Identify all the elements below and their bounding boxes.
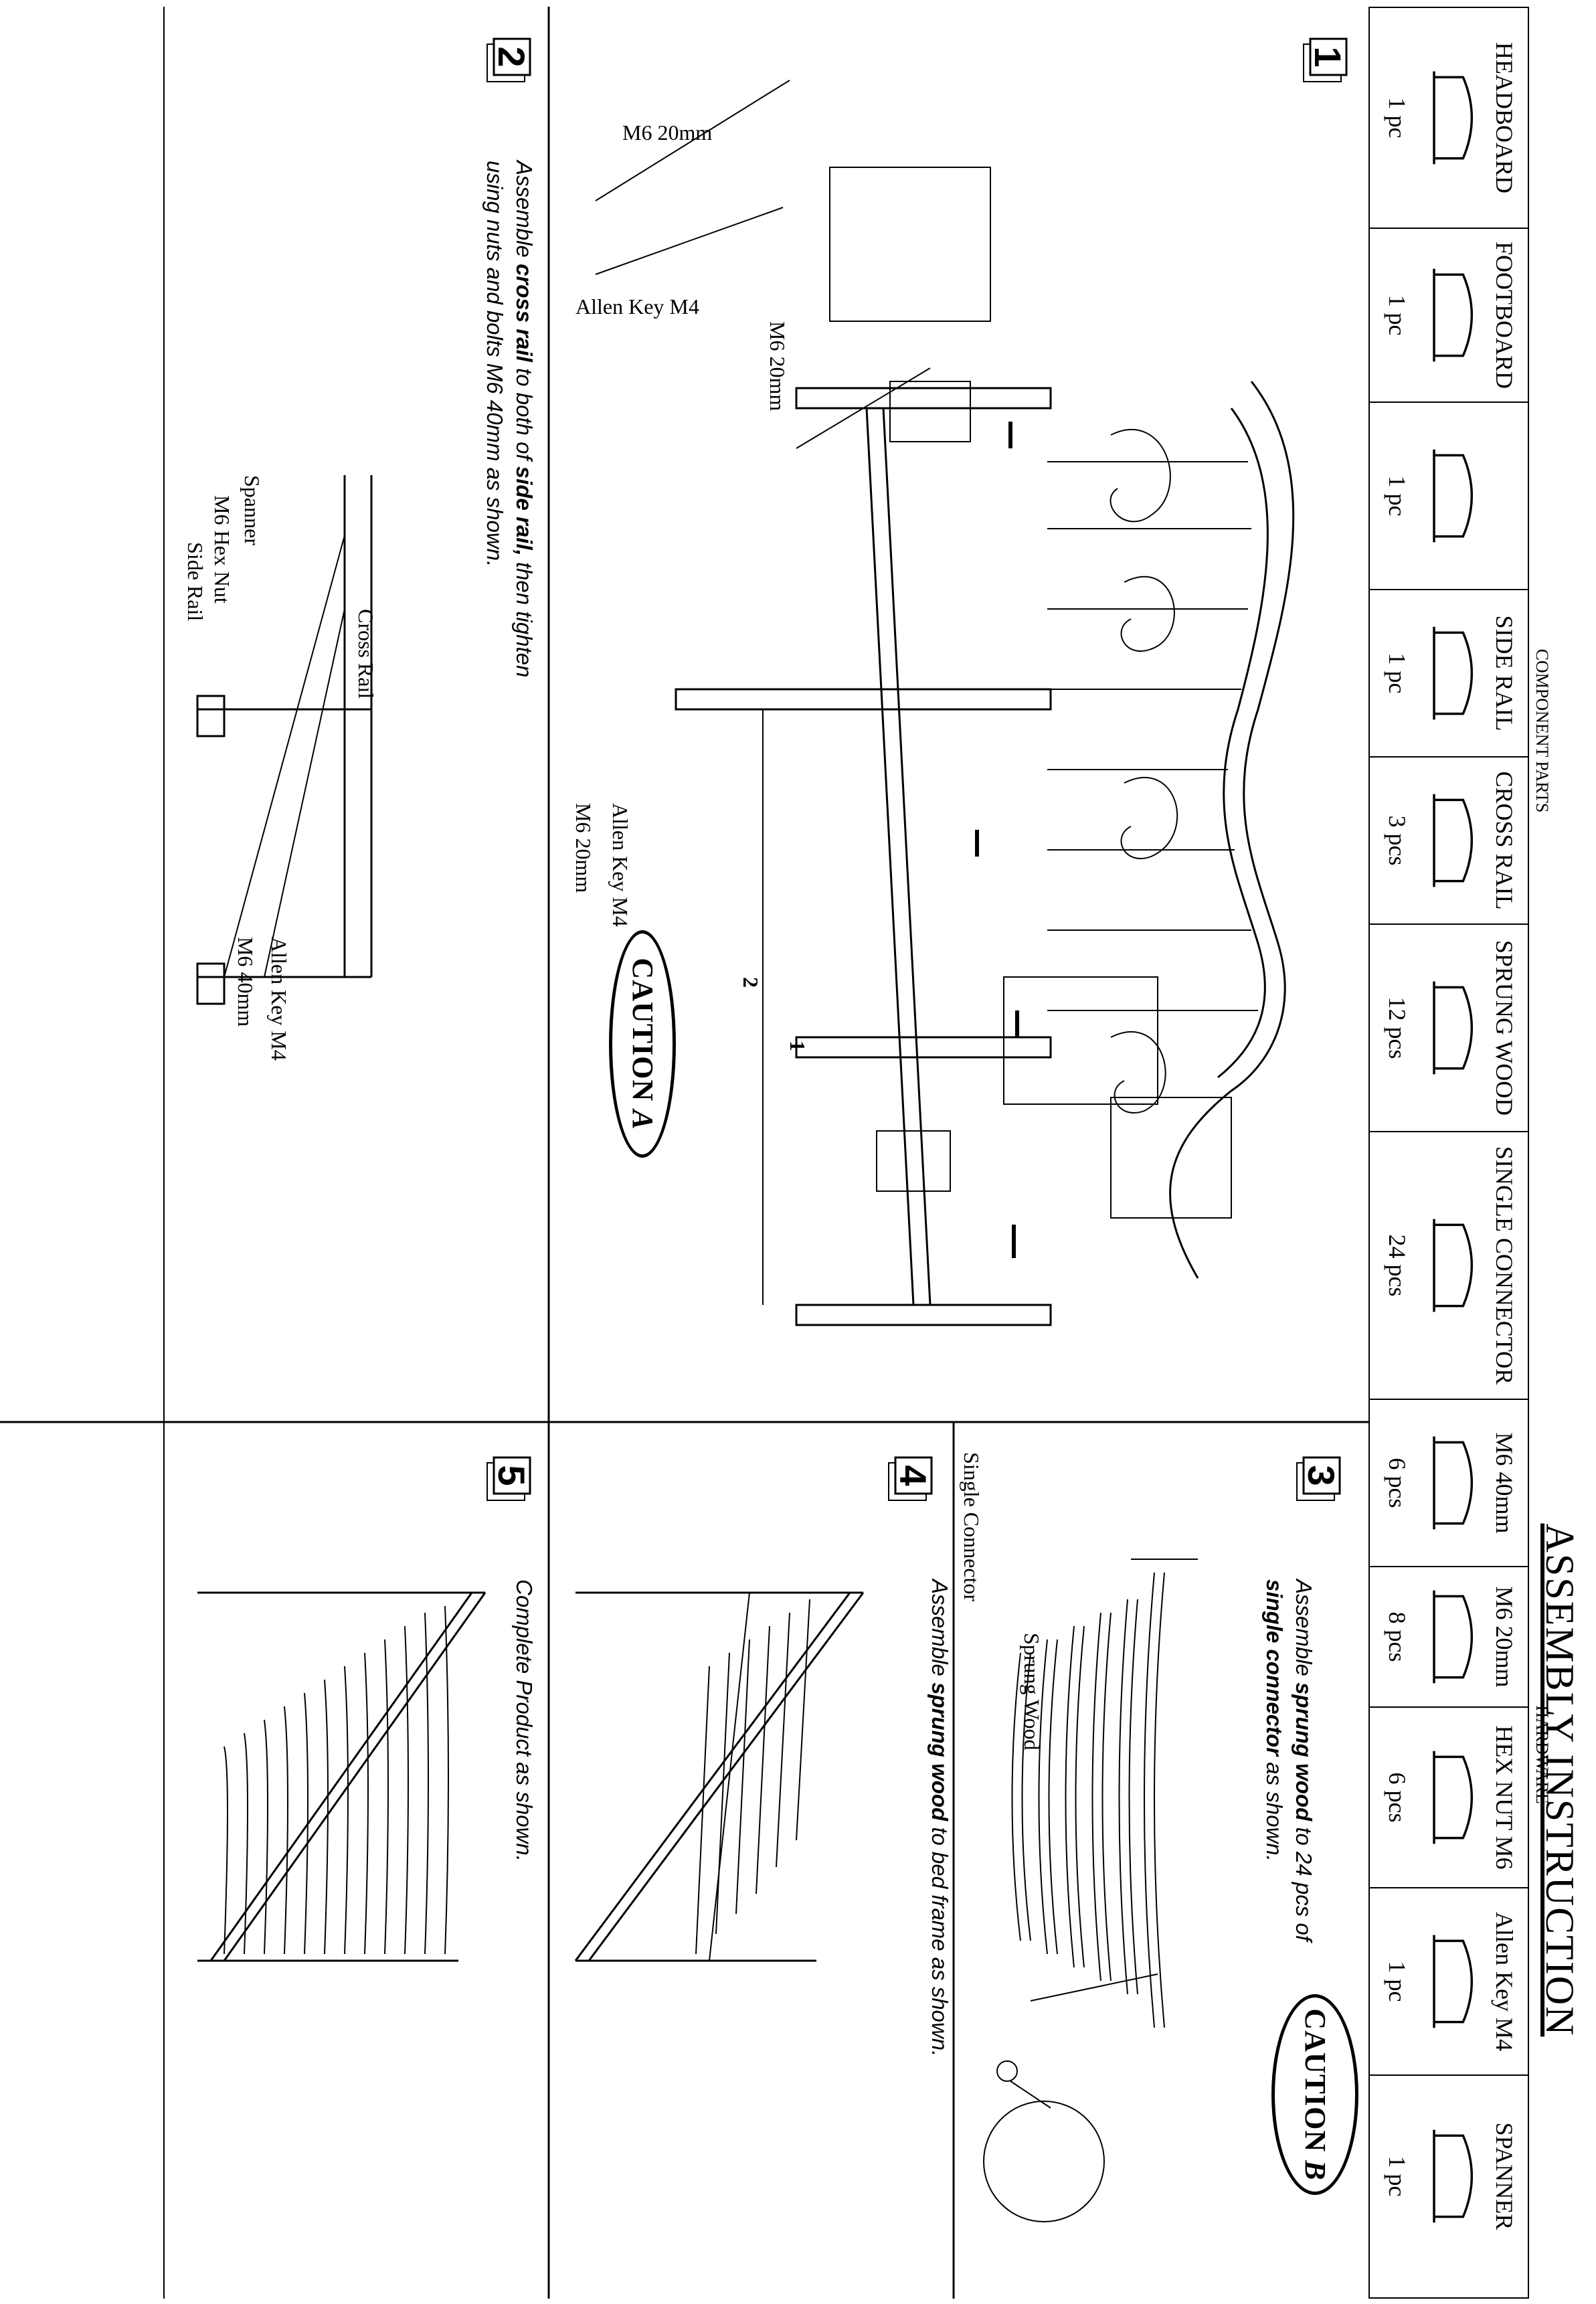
sprung-wood-icon (1417, 935, 1486, 1121)
label-m6-40mm: M6 40mm (234, 937, 258, 1027)
step-5-panel: 5 Complete Product as shown. (167, 1425, 545, 2295)
part-cell: 1 pc (1370, 403, 1528, 590)
inset-2-number: 2 (739, 977, 763, 988)
sprung-wood-drawing (983, 1559, 1198, 2222)
label-m6-20mm-center: M6 20mm (571, 803, 596, 893)
label-m6-hex-nut: M6 Hex Nut (210, 495, 234, 604)
step-3-badge (1296, 1456, 1341, 1501)
headboard-icon (1417, 18, 1486, 217)
step-5-badge (486, 1456, 531, 1501)
single-connector-icon (1417, 1142, 1486, 1389)
cross-rail-drawing (196, 475, 373, 1005)
allen-key-icon (1417, 1898, 1486, 2064)
bed-frame-slats-drawing (574, 1591, 865, 1962)
label-m6-20mm-mid: M6 20mm (766, 321, 790, 412)
label-cross-rail: Cross Rail (354, 609, 378, 699)
inset-1-number: 1 (786, 1041, 810, 1051)
hex-nut-icon (1417, 1718, 1486, 1877)
label-allen-key-m4: Allen Key M4 (267, 937, 291, 1061)
bolt-40mm-icon (1417, 1410, 1486, 1556)
label-side-rail: Side Rail (183, 542, 207, 622)
complete-bed-drawing (197, 1591, 486, 1962)
label-sprung-wood: Sprung Wood (1020, 1633, 1044, 1751)
step-4-badge (888, 1456, 933, 1501)
caution-a-letter: A (626, 1110, 659, 1130)
side-rail-icon (1417, 600, 1486, 746)
bed-frame-drawing (595, 80, 1295, 1326)
spanner-icon (1417, 2086, 1486, 2267)
label-allen-key-center: Allen Key M4 (608, 803, 632, 927)
footboard-icon (1417, 239, 1486, 391)
step-3-panel: 3 Assemble sprung wood to 24 pcs of sing… (957, 1425, 1365, 2295)
bed-end-icon (1417, 413, 1486, 579)
label-m6-20mm-top: M6 20mm (622, 120, 713, 145)
step-2-badge (486, 37, 531, 82)
cross-rail-icon (1417, 768, 1486, 913)
step-4-panel: 4 Assemble sprung wood to bed frame as s… (552, 1425, 952, 2295)
label-allen-key-top: Allen Key M4 (575, 294, 699, 319)
step-2-panel: 2 Assemble cross rail to both of side ra… (167, 7, 545, 1419)
step-1-panel: 1 (552, 7, 1365, 1419)
label-single-connector: Single Connector (960, 1452, 984, 1602)
caution-a-badge: CAUTION A (609, 930, 676, 1158)
step-1-badge (1303, 37, 1348, 82)
caution-a-text: CAUTION (626, 958, 659, 1102)
bolt-20mm-icon (1417, 1577, 1486, 1696)
label-spanner: Spanner (240, 475, 264, 545)
